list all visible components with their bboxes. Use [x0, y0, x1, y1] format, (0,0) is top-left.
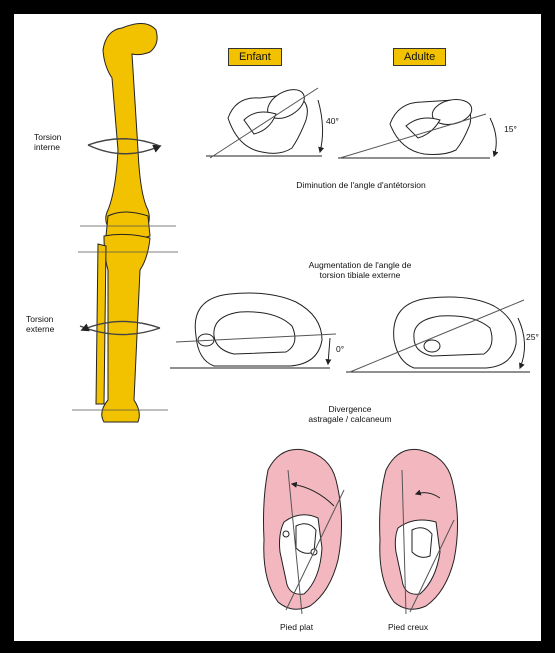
tag-adulte: Adulte — [393, 48, 446, 66]
label-angle-25: 25° — [526, 332, 539, 342]
label-augmentation-line2: torsion tibiale externe — [309, 270, 412, 280]
tibia-cross-adulte — [346, 297, 530, 372]
femur-cross-enfant — [206, 84, 323, 158]
label-augmentation: Augmentation de l'angle de torsion tibia… — [309, 260, 412, 280]
label-diminution: Diminution de l'angle d'antétorsion — [296, 180, 425, 190]
foot-pied-plat — [264, 449, 345, 614]
femur-cross-adulte — [338, 96, 496, 158]
label-angle-15: 15° — [504, 124, 517, 134]
label-torsion-interne-line1: Torsion — [34, 132, 61, 142]
label-pied-plat: Pied plat — [280, 622, 313, 632]
label-divergence-line2: astragale / calcaneum — [308, 414, 391, 424]
label-angle-40: 40° — [326, 116, 339, 126]
label-augmentation-line1: Augmentation de l'angle de — [309, 260, 412, 270]
label-divergence-line1: Divergence — [308, 404, 391, 414]
leg-skeleton — [96, 23, 157, 422]
label-torsion-externe-line1: Torsion — [26, 314, 54, 324]
label-torsion-externe: Torsion externe — [26, 314, 54, 334]
femur — [103, 23, 157, 232]
tibia-cross-enfant — [170, 293, 336, 368]
foot-pied-creux — [380, 449, 458, 614]
tibia — [102, 234, 150, 422]
label-divergence: Divergence astragale / calcaneum — [308, 404, 391, 424]
tag-enfant: Enfant — [228, 48, 282, 66]
label-torsion-interne-line2: interne — [34, 142, 61, 152]
label-angle-0: 0° — [336, 344, 344, 354]
label-torsion-externe-line2: externe — [26, 324, 54, 334]
label-pied-creux: Pied creux — [388, 622, 428, 632]
label-torsion-interne: Torsion interne — [34, 132, 61, 152]
